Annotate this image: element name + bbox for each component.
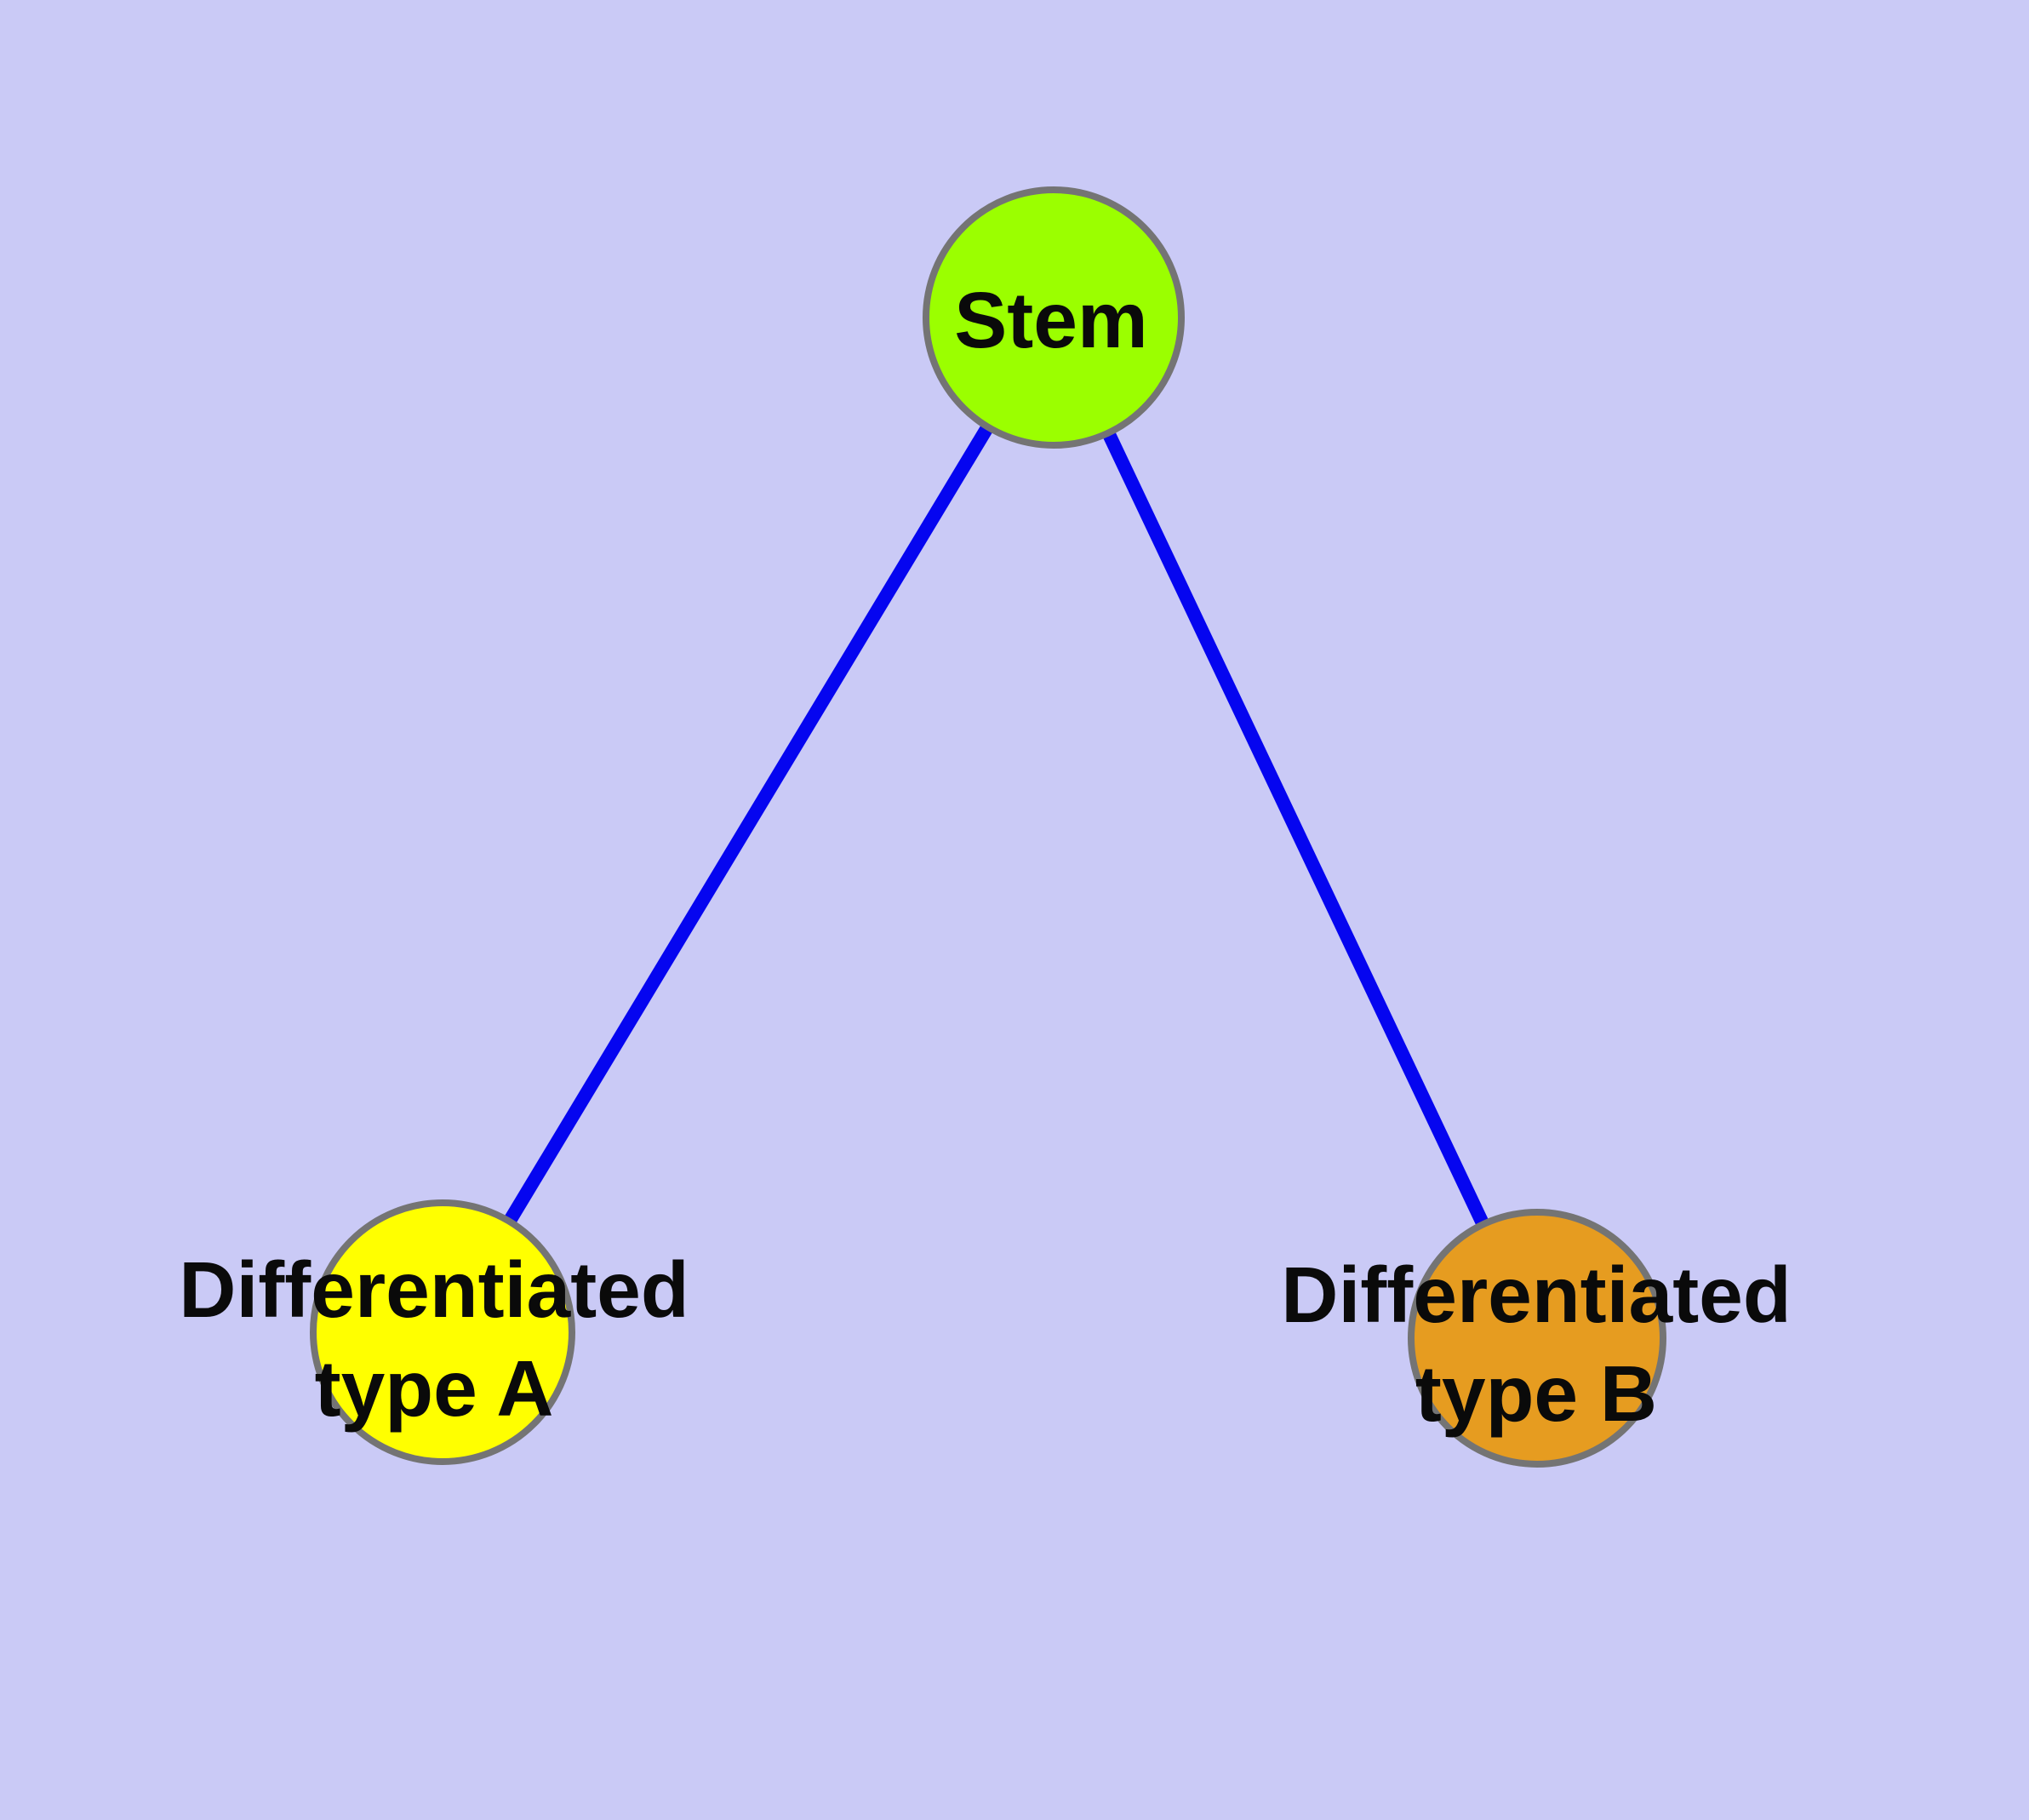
node-stem-label: Stem: [954, 276, 1147, 364]
node-type-b-label-line2: type B: [1415, 1349, 1657, 1438]
edge-stem-to-type-b: [1047, 314, 1544, 1342]
node-type-b-circle: [1408, 1209, 1666, 1468]
node-type-a-circle: [310, 1199, 575, 1465]
node-type-a-label-line2: type A: [315, 1344, 554, 1433]
node-stem-circle: [923, 186, 1185, 449]
node-type-a-label-line1: Differentiated: [179, 1245, 689, 1334]
node-type-b-label-line1: Differentiated: [1281, 1251, 1791, 1339]
edge-stem-to-type-a: [437, 313, 1060, 1336]
